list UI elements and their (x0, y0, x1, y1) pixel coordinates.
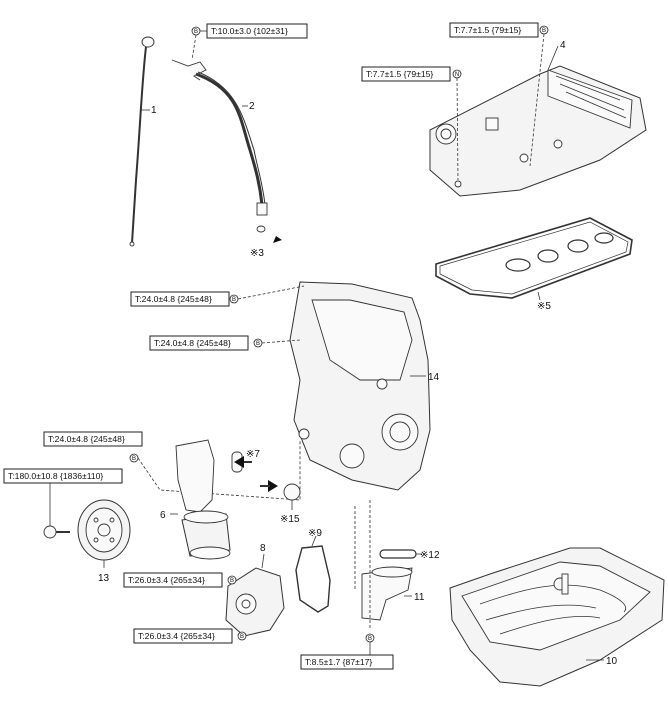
svg-text:B: B (230, 578, 234, 584)
part-number-12: ※12 (420, 550, 440, 561)
svg-text:B: B (256, 341, 260, 347)
svg-text:B: B (240, 634, 244, 640)
svg-text:B: B (542, 28, 546, 34)
marker-b-icon: B (229, 294, 239, 304)
oil-pan (449, 547, 665, 687)
oil-dipstick (129, 36, 155, 247)
torque-label-chain-cover-upper: T:24.0±4.8 {245±48} (130, 291, 230, 307)
marker-b-icon: B (227, 575, 237, 585)
marker-b-icon: B (365, 633, 375, 643)
marker-n-icon: N (452, 69, 462, 79)
svg-text:T:7.7±1.5 {79±15}: T:7.7±1.5 {79±15} (366, 69, 433, 79)
svg-text:T:180.0±10.8 {1836±110}: T:180.0±10.8 {1836±110} (8, 471, 103, 481)
marker-b-icon: B (253, 338, 263, 348)
part-number-11: 11 (414, 592, 425, 603)
torque-label-water-pump-lower: T:26.0±3.4 {265±34} (133, 628, 233, 644)
part-number-4: 4 (560, 40, 566, 51)
torque-label-guide-tube-bolt: T:10.0±3.0 {102±31} (206, 23, 308, 39)
part-number-6: 6 (160, 510, 166, 521)
part-number-5: ※5 (537, 301, 551, 312)
oil-filter-bracket (175, 439, 231, 560)
cylinder-head-cover (429, 65, 647, 197)
part-number-3: ※3 (250, 248, 264, 259)
part-number-9: ※9 (308, 528, 322, 539)
svg-text:N: N (455, 72, 459, 78)
crankshaft-pulley (77, 499, 131, 561)
marker-b-icon: B (191, 26, 201, 36)
marker-b-icon: B (129, 453, 139, 463)
marker-b-icon: B (237, 631, 247, 641)
torque-label-chain-cover-lower: T:24.0±4.8 {245±48} (43, 431, 143, 447)
svg-text:T:26.0±3.4 {265±34}: T:26.0±3.4 {265±34} (128, 575, 205, 585)
part-number-1: 1 (151, 105, 157, 116)
water-pump-gasket (295, 545, 331, 613)
install-arrow-icon (273, 236, 290, 248)
torque-label-cover-bolt-b: T:7.7±1.5 {79±15} (449, 22, 539, 38)
torque-label-water-pump-upper: T:26.0±3.4 {265±34} (123, 572, 223, 588)
svg-text:T:8.5±1.7 {87±17}: T:8.5±1.7 {87±17} (305, 657, 372, 667)
svg-text:B: B (132, 456, 136, 462)
svg-text:T:7.7±1.5 {79±15}: T:7.7±1.5 {79±15} (454, 25, 521, 35)
torque-label-oil-strainer: T:8.5±1.7 {87±17} (300, 654, 394, 670)
oil-strainer (361, 566, 413, 621)
o-ring-part-12 (379, 549, 417, 559)
part-number-8: 8 (260, 543, 266, 554)
part-number-13: 13 (98, 573, 110, 584)
svg-text:T:26.0±3.4 {265±34}: T:26.0±3.4 {265±34} (138, 631, 215, 641)
install-arrow-icon (234, 456, 244, 468)
svg-text:B: B (232, 297, 236, 303)
part-number-14: 14 (428, 372, 440, 383)
timing-chain-cover (289, 281, 431, 491)
torque-label-pulley-bolt: T:180.0±10.8 {1836±110} (3, 468, 123, 484)
svg-text:B: B (368, 636, 372, 642)
head-cover-gasket (435, 217, 633, 299)
part-number-15: ※15 (280, 514, 300, 525)
water-pump (225, 567, 285, 637)
svg-text:T:10.0±3.0 {102±31}: T:10.0±3.0 {102±31} (211, 26, 288, 36)
install-arrow-icon (268, 480, 278, 492)
part-number-7: ※7 (246, 449, 260, 460)
o-ring-part-3 (256, 225, 266, 233)
part-number-2: 2 (249, 101, 255, 112)
torque-label-chain-cover-mid: T:24.0±4.8 {245±48} (149, 335, 249, 351)
svg-text:T:24.0±4.8 {245±48}: T:24.0±4.8 {245±48} (48, 434, 125, 444)
svg-text:B: B (194, 29, 198, 35)
oil-seal-part-15 (283, 483, 301, 501)
dipstick-guide-tube (171, 59, 268, 216)
svg-text:T:24.0±4.8 {245±48}: T:24.0±4.8 {245±48} (154, 338, 231, 348)
crankshaft-pulley-bolt (43, 525, 70, 539)
marker-b-icon: B (539, 25, 549, 35)
torque-label-cover-bolt-n: T:7.7±1.5 {79±15} (361, 66, 451, 82)
part-number-10: 10 (606, 656, 618, 667)
svg-text:T:24.0±4.8 {245±48}: T:24.0±4.8 {245±48} (135, 294, 212, 304)
